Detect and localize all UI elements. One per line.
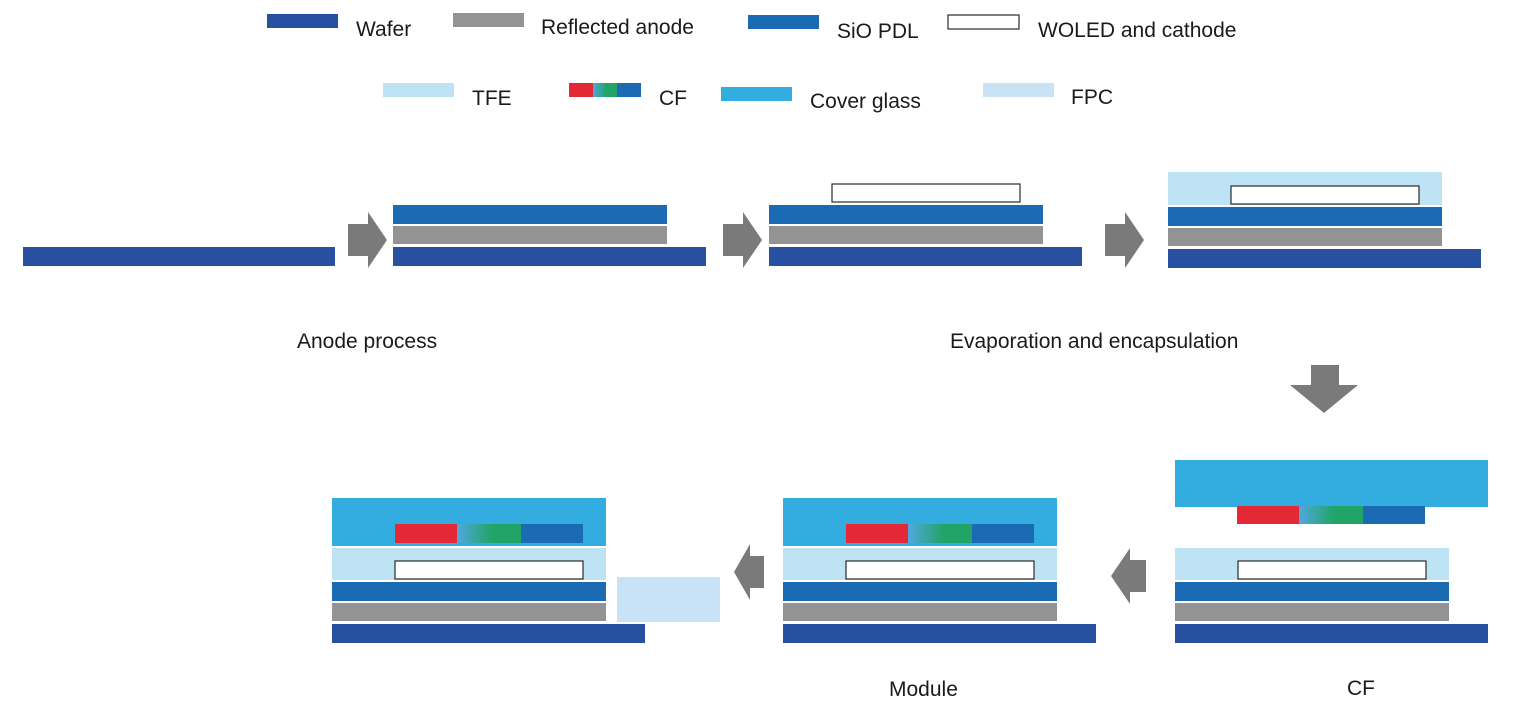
legend-swatch-wafer [267, 14, 338, 28]
stack-bonded [783, 498, 1096, 643]
cf-blue [1363, 506, 1425, 524]
legend-label-sio-pdl: SiO PDL [837, 20, 919, 43]
reflected-anode-layer [1175, 603, 1449, 621]
sio-pdl-layer [769, 205, 1043, 224]
sio-pdl-layer [393, 205, 667, 224]
cf-red [1237, 506, 1299, 524]
fpc-layer [617, 577, 720, 622]
legend-swatch-cf [569, 83, 641, 97]
reflected-anode-layer [769, 226, 1043, 244]
stack-anode [393, 205, 706, 266]
wafer-layer [1175, 624, 1488, 643]
arrow-down-icon [1290, 365, 1358, 413]
stage-label-cf: CF [1347, 677, 1375, 700]
sio-pdl-layer [332, 582, 606, 601]
cover-glass-layer [1175, 460, 1488, 507]
legend-swatch-tfe [383, 83, 454, 97]
stack-tfe [1168, 172, 1481, 268]
sio-pdl-layer [1168, 207, 1442, 226]
legend-label-cf: CF [659, 87, 687, 110]
arrow-right-icon [1105, 212, 1144, 268]
wafer-layer [769, 247, 1082, 266]
legend-swatch-fpc [983, 83, 1054, 97]
cf-blue [972, 524, 1034, 543]
wafer-layer [332, 624, 645, 643]
legend-swatch-cover-glass [721, 87, 792, 101]
cf-red [395, 524, 457, 543]
woled-layer [394, 560, 584, 580]
stack-module-fpc [332, 498, 720, 643]
legend-swatch-woled [947, 14, 1020, 30]
legend-label-cover-glass: Cover glass [810, 90, 921, 113]
legend-label-fpc: FPC [1071, 86, 1113, 109]
reflected-anode-layer [393, 226, 667, 244]
cf-blue [521, 524, 583, 543]
wafer-layer [1168, 249, 1481, 268]
legend-label-reflected-anode: Reflected anode [541, 16, 694, 39]
stage-label-anode-process: Anode process [297, 330, 438, 353]
legend-cf-blue [617, 83, 641, 97]
woled-layer [1237, 560, 1427, 580]
legend-cf-red [569, 83, 593, 97]
stack-cf [1175, 460, 1488, 643]
legend-swatch-sio-pdl [748, 15, 819, 29]
woled-layer [845, 560, 1035, 580]
arrow-left-icon [1111, 548, 1146, 604]
cf-green [908, 524, 972, 543]
sio-pdl-layer [1175, 582, 1449, 601]
wafer-layer [23, 247, 335, 266]
stack-bare-wafer [23, 247, 335, 266]
stage-label-evaporation: Evaporation and encapsulation [950, 330, 1239, 353]
legend-cf-green [593, 83, 617, 97]
arrow-left-icon [734, 544, 764, 600]
cf-green [1299, 506, 1363, 524]
legend-label-tfe: TFE [472, 87, 512, 110]
stage-label-module: Module [889, 678, 958, 701]
wafer-layer [393, 247, 706, 266]
legend-swatch-reflected-anode [453, 13, 524, 27]
arrow-right-icon [348, 212, 387, 268]
cf-green [457, 524, 521, 543]
woled-layer [831, 183, 1021, 203]
cf-red [846, 524, 908, 543]
legend-label-woled: WOLED and cathode [1038, 19, 1237, 42]
woled-layer [1230, 185, 1420, 205]
reflected-anode-layer [783, 603, 1057, 621]
legend-label-wafer: Wafer [356, 18, 412, 41]
arrow-right-icon [723, 212, 762, 268]
wafer-layer [783, 624, 1096, 643]
reflected-anode-layer [332, 603, 606, 621]
sio-pdl-layer [783, 582, 1057, 601]
stack-woled [769, 183, 1082, 266]
reflected-anode-layer [1168, 228, 1442, 246]
